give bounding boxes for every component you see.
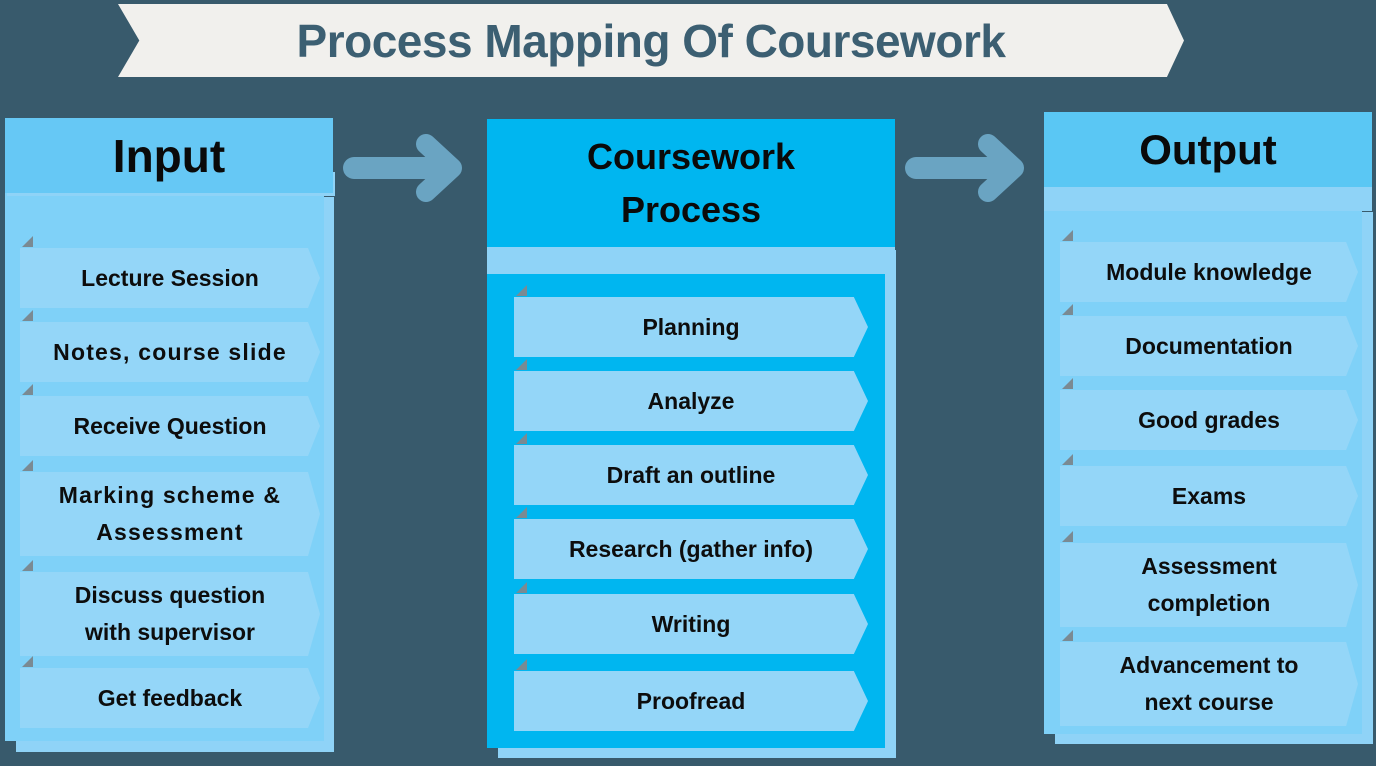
fold-corner (516, 285, 527, 296)
process-item-1: Planning (514, 297, 868, 357)
output-header: Output (1044, 112, 1372, 187)
process-item-2: Analyze (514, 371, 868, 431)
fold-corner (22, 384, 33, 395)
fold-corner (22, 310, 33, 321)
fold-corner (516, 659, 527, 670)
fold-corner (22, 236, 33, 247)
output-title: Output (1139, 125, 1277, 173)
arrow-right-icon (905, 134, 1024, 202)
process-header-band (487, 246, 895, 274)
fold-corner (22, 460, 33, 471)
output-item-1: Module knowledge (1060, 242, 1358, 302)
fold-corner (22, 656, 33, 667)
input-header: Input (5, 118, 333, 193)
page-title: Process Mapping Of Coursework (296, 14, 1006, 67)
fold-corner (1062, 454, 1073, 465)
output-item-6: Advancement to next course (1060, 642, 1358, 726)
fold-corner (1062, 230, 1073, 241)
output-item-4: Exams (1060, 466, 1358, 526)
process-item-4: Research (gather info) (514, 519, 868, 579)
input-item-6: Get feedback (20, 668, 320, 728)
input-title: Input (112, 129, 226, 182)
title-banner: Process Mapping Of Coursework (118, 4, 1184, 77)
fold-corner (1062, 304, 1073, 315)
input-item-3: Receive Question (20, 396, 320, 456)
output-header-band (1044, 186, 1372, 211)
fold-corner (1062, 630, 1073, 641)
output-item-3: Good grades (1060, 390, 1358, 450)
fold-corner (516, 359, 527, 370)
output-item-2: Documentation (1060, 316, 1358, 376)
fold-corner (516, 582, 527, 593)
output-item-5: Assessment completion (1060, 543, 1358, 627)
input-item-2: Notes, course slide (20, 322, 320, 382)
input-item-4: Marking scheme & Assessment (20, 472, 320, 556)
fold-corner (516, 507, 527, 518)
fold-corner (1062, 378, 1073, 389)
process-item-3: Draft an outline (514, 445, 868, 505)
input-item-1: Lecture Session (20, 248, 320, 308)
process-item-6: Proofread (514, 671, 868, 731)
process-item-5: Writing (514, 594, 868, 654)
process-header: Coursework Process (487, 119, 895, 247)
fold-corner (516, 433, 527, 444)
fold-corner (22, 560, 33, 571)
input-item-5: Discuss question with supervisor (20, 572, 320, 656)
arrow-right-icon (343, 134, 462, 202)
fold-corner (1062, 531, 1073, 542)
process-title: Coursework Process (586, 136, 796, 230)
